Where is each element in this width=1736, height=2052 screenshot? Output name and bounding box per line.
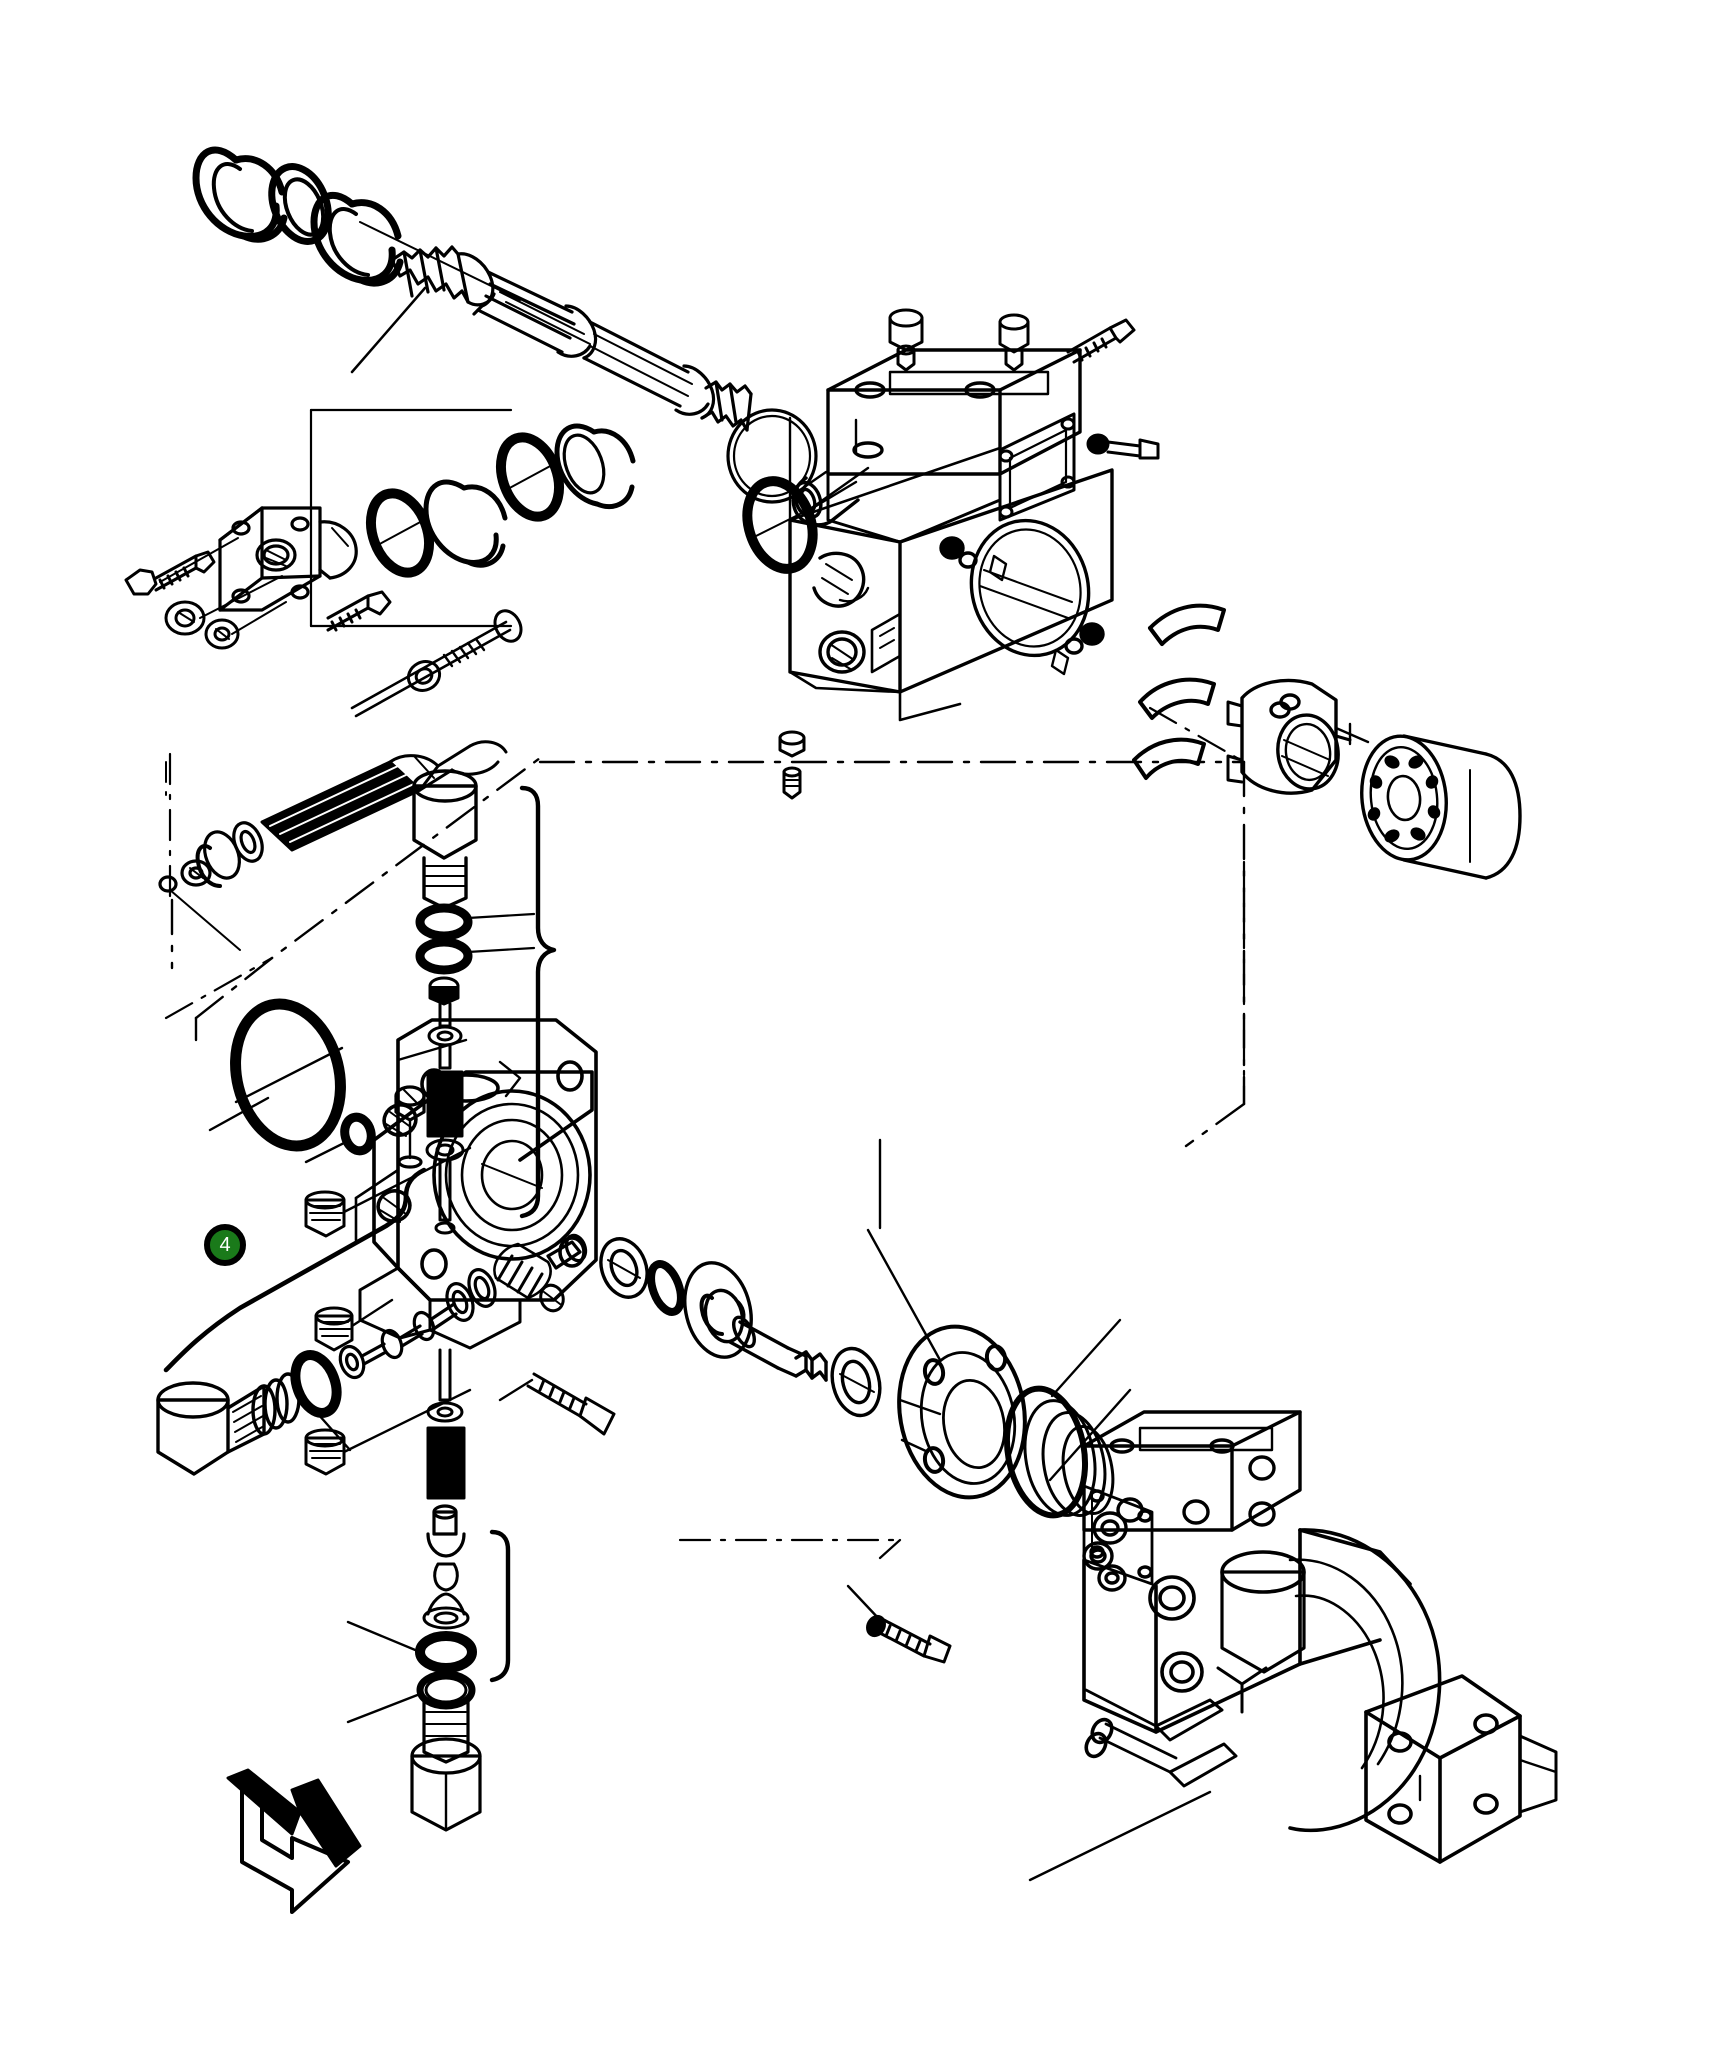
- part-assembled-pump-reference: [1028, 1410, 1558, 1882]
- part-servo-rod-group: [158, 609, 523, 951]
- part-control-housing-group: [726, 308, 1160, 800]
- part-swash-cradle-group: [1132, 603, 1522, 880]
- part-seal-kit-group: [124, 408, 636, 650]
- callout-marker-4[interactable]: 4: [204, 1224, 246, 1266]
- callout-marker-label: 4: [219, 1234, 231, 1256]
- part-input-shaft-group: [192, 146, 753, 432]
- part-valve-stack-group: [314, 769, 557, 1832]
- view-direction-arrow: [226, 1768, 362, 1914]
- reference-guide-lines: [164, 706, 1246, 1560]
